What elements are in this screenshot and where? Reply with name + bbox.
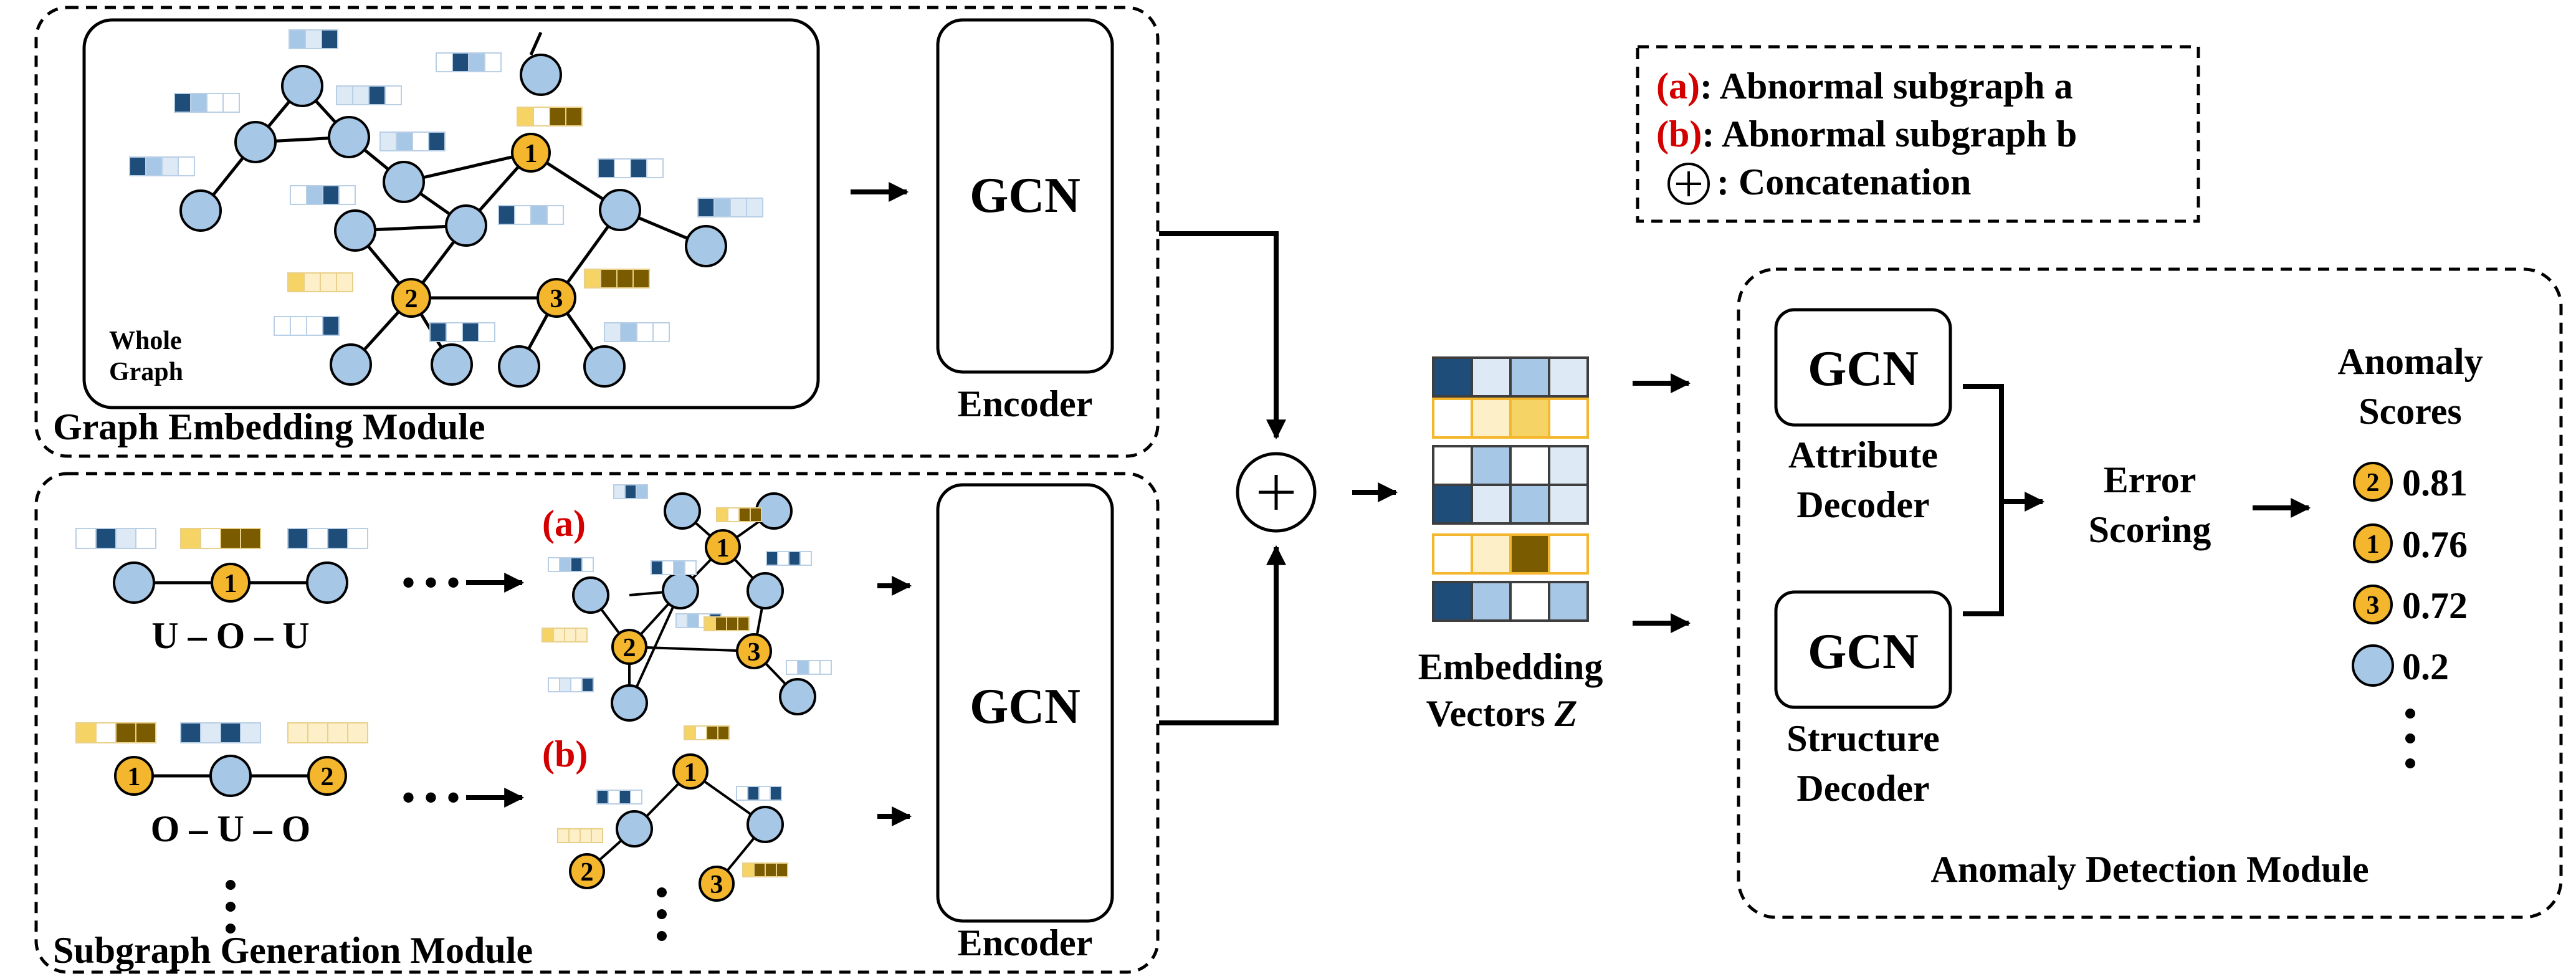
vertical-ellipsis-middle [657, 887, 667, 941]
embedding-label-line1: Embedding [1418, 646, 1603, 687]
concatenation-node [1236, 452, 1317, 533]
score-value: 0.2 [2402, 646, 2449, 687]
score-value: 0.81 [2402, 462, 2468, 504]
score-node-id: 2 [2367, 469, 2380, 497]
svg-text:1: 1 [128, 763, 141, 791]
legend-item-concat: : Concatenation [1717, 161, 1971, 203]
anomaly-node-1 [511, 133, 551, 173]
score-value: 0.76 [2402, 524, 2468, 565]
subgraph-a-label: (a) [542, 503, 586, 544]
svg-text:2: 2 [321, 763, 334, 791]
vertical-ellipsis-scores [2405, 709, 2415, 768]
pattern-ouo-label: O – U – O [151, 808, 311, 849]
legend-item-a: (a): Abnormal subgraph a [1656, 65, 2073, 107]
svg-text:1: 1 [717, 534, 730, 563]
vertical-ellipsis-left [226, 880, 236, 934]
subgraph-generation-module-box [34, 472, 1160, 974]
whole-graph-nodes [179, 54, 727, 388]
arrow-encoder-bottom-to-concat [1159, 545, 1286, 725]
graph-node [520, 54, 562, 96]
attribute-decoder-label-line1: Attribute [1788, 434, 1938, 475]
encoder-top-caption: Encoder [958, 383, 1093, 424]
encoder-top-box [936, 18, 1114, 374]
score-node-id: 3 [2367, 591, 2380, 620]
anomaly-node-3 [537, 278, 576, 318]
svg-text:1: 1 [684, 758, 697, 787]
legend-concat-icon [1667, 163, 1710, 205]
score-row: 0.2 [2352, 644, 2449, 687]
graph-node [431, 343, 473, 386]
anomaly-detection-module-title: Anomaly Detection Module [1930, 849, 2368, 890]
feature-strips-whole-graph [129, 29, 763, 342]
arrow-encoder-top-to-concat [1159, 231, 1286, 440]
legend-item-b: (b): Abnormal subgraph b [1656, 113, 2077, 155]
encoder-bottom-box [936, 483, 1114, 923]
structure-decoder-box [1774, 590, 1952, 709]
anomaly-scores-title-line2: Scores [2359, 391, 2462, 432]
node-3-label: 3 [550, 285, 563, 313]
structure-decoder-label-line1: Structure [1787, 718, 1940, 759]
ellipsis-a: • • • [402, 562, 460, 603]
anomaly-score-list: 2 0.81 1 0.76 3 0.72 0.2 [2352, 462, 2468, 687]
graph-node [179, 189, 222, 232]
embedding-matrix [1432, 356, 1589, 622]
anomaly-node-2 [391, 278, 431, 318]
subgraph-b [569, 753, 784, 902]
svg-text:2: 2 [623, 634, 636, 662]
graph-embedding-module-title: Graph Embedding Module [53, 406, 485, 447]
score-row: 2 0.81 [2353, 462, 2468, 504]
pattern-ouo: 1 2 [75, 722, 368, 797]
graph-node [330, 343, 372, 386]
whole-graph-label-line2: Graph [109, 358, 183, 386]
score-node-id: 1 [2367, 530, 2380, 559]
structure-decoder-gcn-label: GCN [1808, 624, 1919, 679]
svg-text:3: 3 [710, 871, 723, 899]
feature-strips-anomaly-whole-graph [287, 107, 650, 292]
pattern-uou-label: U – O – U [151, 615, 309, 656]
decoder-merge-connector [1963, 384, 2004, 616]
score-row: 3 0.72 [2353, 585, 2468, 626]
graph-node [583, 345, 626, 388]
error-scoring-line1: Error [2104, 459, 2197, 500]
attribute-decoder-box [1774, 308, 1952, 427]
subgraph-a [572, 492, 816, 722]
graph-node [445, 204, 487, 247]
node-1-label: 1 [525, 140, 538, 168]
graph-node [599, 189, 641, 231]
encoder-bottom-caption: Encoder [958, 922, 1093, 963]
graph-node [328, 116, 370, 158]
error-scoring-line2: Scoring [2089, 509, 2211, 550]
anomaly-detection-module-box [1737, 267, 2563, 919]
pattern-uou: 1 [75, 528, 368, 604]
whole-graph-label-line1: Whole [109, 327, 182, 355]
score-row: 1 0.76 [2353, 523, 2468, 565]
structure-decoder-label-line2: Decoder [1796, 768, 1929, 809]
encoder-bottom-gcn-label: GCN [970, 679, 1080, 734]
subgraph-generation-module-title: Subgraph Generation Module [53, 930, 533, 971]
embedding-label-line2: Vectors Z [1426, 693, 1578, 734]
feature-strips-subgraph-b [557, 725, 788, 877]
svg-text:3: 3 [748, 638, 761, 667]
graph-embedding-module-box [34, 6, 1160, 458]
attribute-decoder-label-line2: Decoder [1796, 484, 1929, 525]
node-2-label: 2 [405, 285, 418, 313]
feature-strips-subgraph-a [541, 484, 832, 692]
encoder-top-gcn-label: GCN [970, 168, 1080, 223]
ellipsis-b: • • • [402, 777, 460, 818]
graph-node [334, 209, 376, 252]
legend-box [1636, 45, 2200, 223]
score-value: 0.72 [2402, 585, 2468, 626]
graph-node [383, 161, 425, 203]
graph-node [234, 121, 277, 163]
svg-text:1: 1 [224, 570, 237, 598]
svg-text:2: 2 [581, 858, 594, 887]
attribute-decoder-gcn-label: GCN [1808, 341, 1919, 396]
whole-graph-box [82, 18, 820, 409]
anomaly-scores-title-line1: Anomaly [2337, 341, 2483, 382]
graph-node [498, 345, 540, 388]
subgraph-b-label: (b) [542, 733, 588, 775]
graph-node [281, 65, 323, 107]
graph-node [685, 225, 727, 267]
